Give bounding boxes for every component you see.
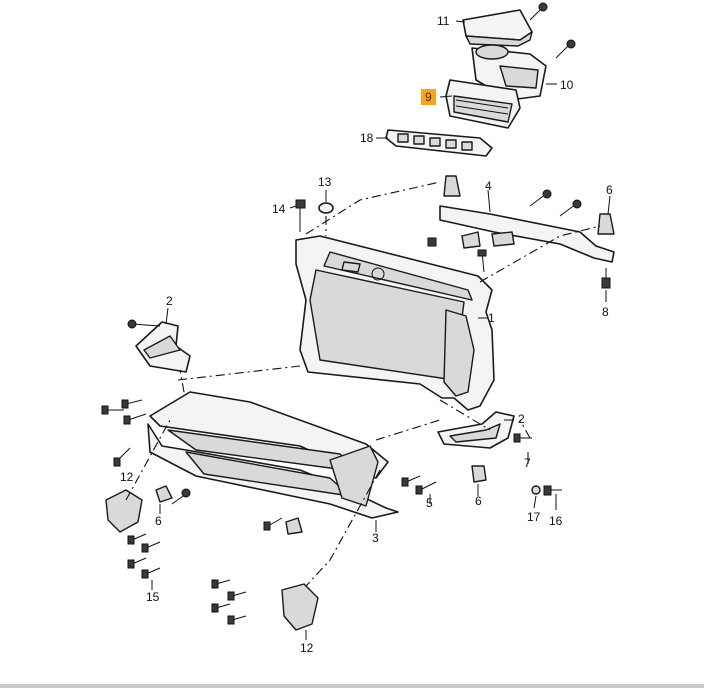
bolts-part-4 — [427, 189, 582, 273]
callout-label-18: 18 — [360, 131, 374, 145]
callout-label-8: 8 — [602, 305, 609, 319]
callout-label-14: 14 — [272, 202, 286, 216]
callout-label-12-left: 12 — [120, 470, 134, 484]
callout-label-7: 7 — [524, 456, 531, 470]
bolt-part-16 — [543, 485, 562, 510]
callout-label-2-left: 2 — [166, 294, 173, 308]
bolts-part-5 — [401, 475, 437, 504]
callout-label-5: 5 — [426, 496, 433, 510]
callout-label-15: 15 — [146, 590, 160, 604]
bottom-divider — [0, 684, 704, 688]
clip-part-6-top — [443, 175, 615, 235]
bolt-part-14 — [289, 199, 306, 232]
clip-part-6-right — [471, 465, 487, 496]
cover-part-12-left — [105, 489, 143, 533]
bolt-part-11 — [529, 2, 548, 21]
callout-label-16: 16 — [549, 514, 563, 528]
callout-label-6-top: 6 — [606, 183, 613, 197]
callout-label-4: 4 — [485, 179, 492, 193]
callout-label-1: 1 — [488, 311, 495, 325]
cover-part-12-right — [281, 583, 319, 640]
bracket-part-4 — [439, 189, 615, 263]
callout-label-13: 13 — [318, 175, 332, 189]
callout-label-6-left: 6 — [155, 514, 162, 528]
bolts-part-15 — [127, 533, 161, 590]
bolts-lower-left — [101, 399, 147, 467]
assembly-lines — [125, 181, 601, 587]
washer-part-13 — [318, 190, 334, 214]
callout-label-12-right: 12 — [300, 641, 314, 655]
seal-part-18 — [376, 129, 493, 157]
callout-label-6-right: 6 — [475, 494, 482, 508]
bracket-part-2-left — [127, 307, 191, 373]
clip-part-6-left — [155, 485, 191, 514]
bolt-part-10 — [555, 39, 576, 59]
bumper-carrier-part-3 — [147, 391, 399, 532]
bracket-part-2-right — [437, 411, 532, 449]
callout-label-17: 17 — [527, 510, 541, 524]
callout-label-9-highlighted: 9 — [421, 89, 436, 105]
callout-label-11: 11 — [437, 14, 450, 28]
air-duct-part-11 — [455, 9, 533, 47]
bolt-part-8 — [601, 268, 611, 302]
callout-label-3: 3 — [372, 531, 379, 545]
bolts-lower-middle — [211, 517, 303, 625]
lock-carrier-part-1 — [295, 235, 495, 411]
callout-label-2-right: 2 — [518, 412, 525, 426]
callout-label-10: 10 — [560, 78, 574, 92]
washer-part-17 — [531, 485, 541, 509]
air-guide-part-9 — [439, 79, 521, 129]
